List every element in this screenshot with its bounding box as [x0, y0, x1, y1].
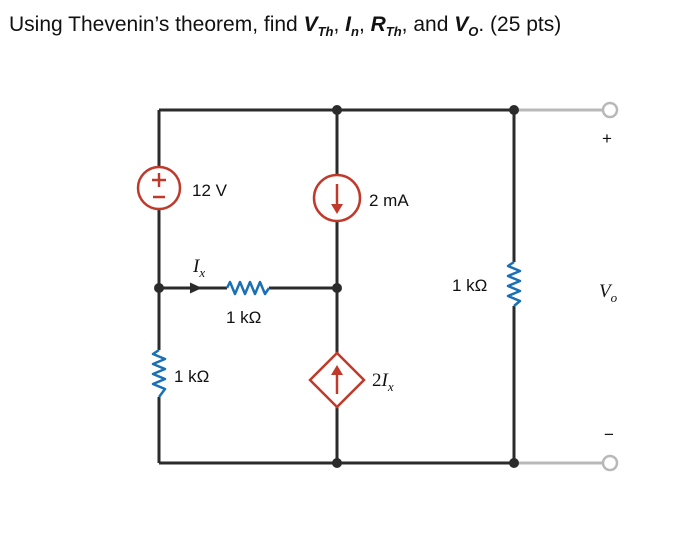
- in-subscript: n: [350, 24, 359, 40]
- rth-subscript: Th: [385, 24, 402, 40]
- ix-arrow-icon: [190, 282, 202, 294]
- voltage-source-label: 12 V: [192, 181, 228, 200]
- dependent-source-sub: x: [387, 379, 394, 394]
- in-letter: I: [345, 13, 351, 36]
- node: [509, 458, 519, 468]
- node: [509, 105, 519, 115]
- vth-letter: V: [303, 13, 318, 36]
- separator: ,: [333, 13, 346, 36]
- current-source-label: 2 mA: [369, 191, 409, 210]
- node: [332, 283, 342, 293]
- top-terminal: [601, 101, 619, 119]
- left-resistor-icon: [151, 348, 167, 398]
- question-prefix: Using Thevenin’s theorem, find: [9, 13, 304, 36]
- current-source-2ma: [312, 173, 362, 223]
- rth-letter: R: [370, 13, 386, 36]
- middle-resistor-label: 1 kΩ: [226, 308, 261, 327]
- node: [332, 458, 342, 468]
- voltage-source-12v: [136, 165, 182, 211]
- separator: ,: [358, 13, 371, 36]
- dependent-source-var: I: [381, 370, 390, 391]
- left-resistor-label: 1 kΩ: [174, 367, 209, 386]
- vo-letter: V: [599, 281, 613, 302]
- bottom-terminal: [601, 454, 619, 472]
- middle-resistor-icon: [225, 280, 271, 296]
- node: [154, 283, 164, 293]
- ix-letter: I: [192, 256, 201, 277]
- up-arrowhead-icon: [331, 365, 343, 375]
- dependent-source-coef: 2: [372, 370, 382, 391]
- vo-subscript: o: [611, 290, 618, 305]
- vth-subscript: Th: [317, 24, 334, 40]
- output-voltage-label: Vo: [599, 281, 618, 305]
- down-arrowhead-icon: [331, 204, 343, 214]
- dependent-current-source: [308, 351, 366, 409]
- vth-symbol: VTh: [303, 13, 334, 40]
- in-symbol: In: [345, 13, 359, 40]
- question-text: Using Thevenin’s theorem, find VTh, In, …: [9, 13, 561, 39]
- separator: , and: [401, 13, 455, 36]
- output-minus-sign: −: [604, 425, 614, 444]
- vo-symbol: VO: [454, 13, 479, 40]
- node: [332, 105, 342, 115]
- ix-label: Ix: [192, 256, 205, 280]
- voltage-source-icon: [136, 165, 182, 211]
- right-resistor-label: 1 kΩ: [452, 276, 487, 295]
- question-suffix: . (25 pts): [478, 13, 562, 36]
- vo-letter: V: [454, 13, 469, 36]
- dependent-source-label: 2Ix: [372, 370, 394, 394]
- rth-symbol: RTh: [370, 13, 402, 40]
- ix-subscript: x: [198, 265, 205, 280]
- output-plus-sign: +: [602, 129, 612, 148]
- right-resistor-icon: [506, 260, 522, 307]
- vo-subscript: O: [468, 24, 479, 40]
